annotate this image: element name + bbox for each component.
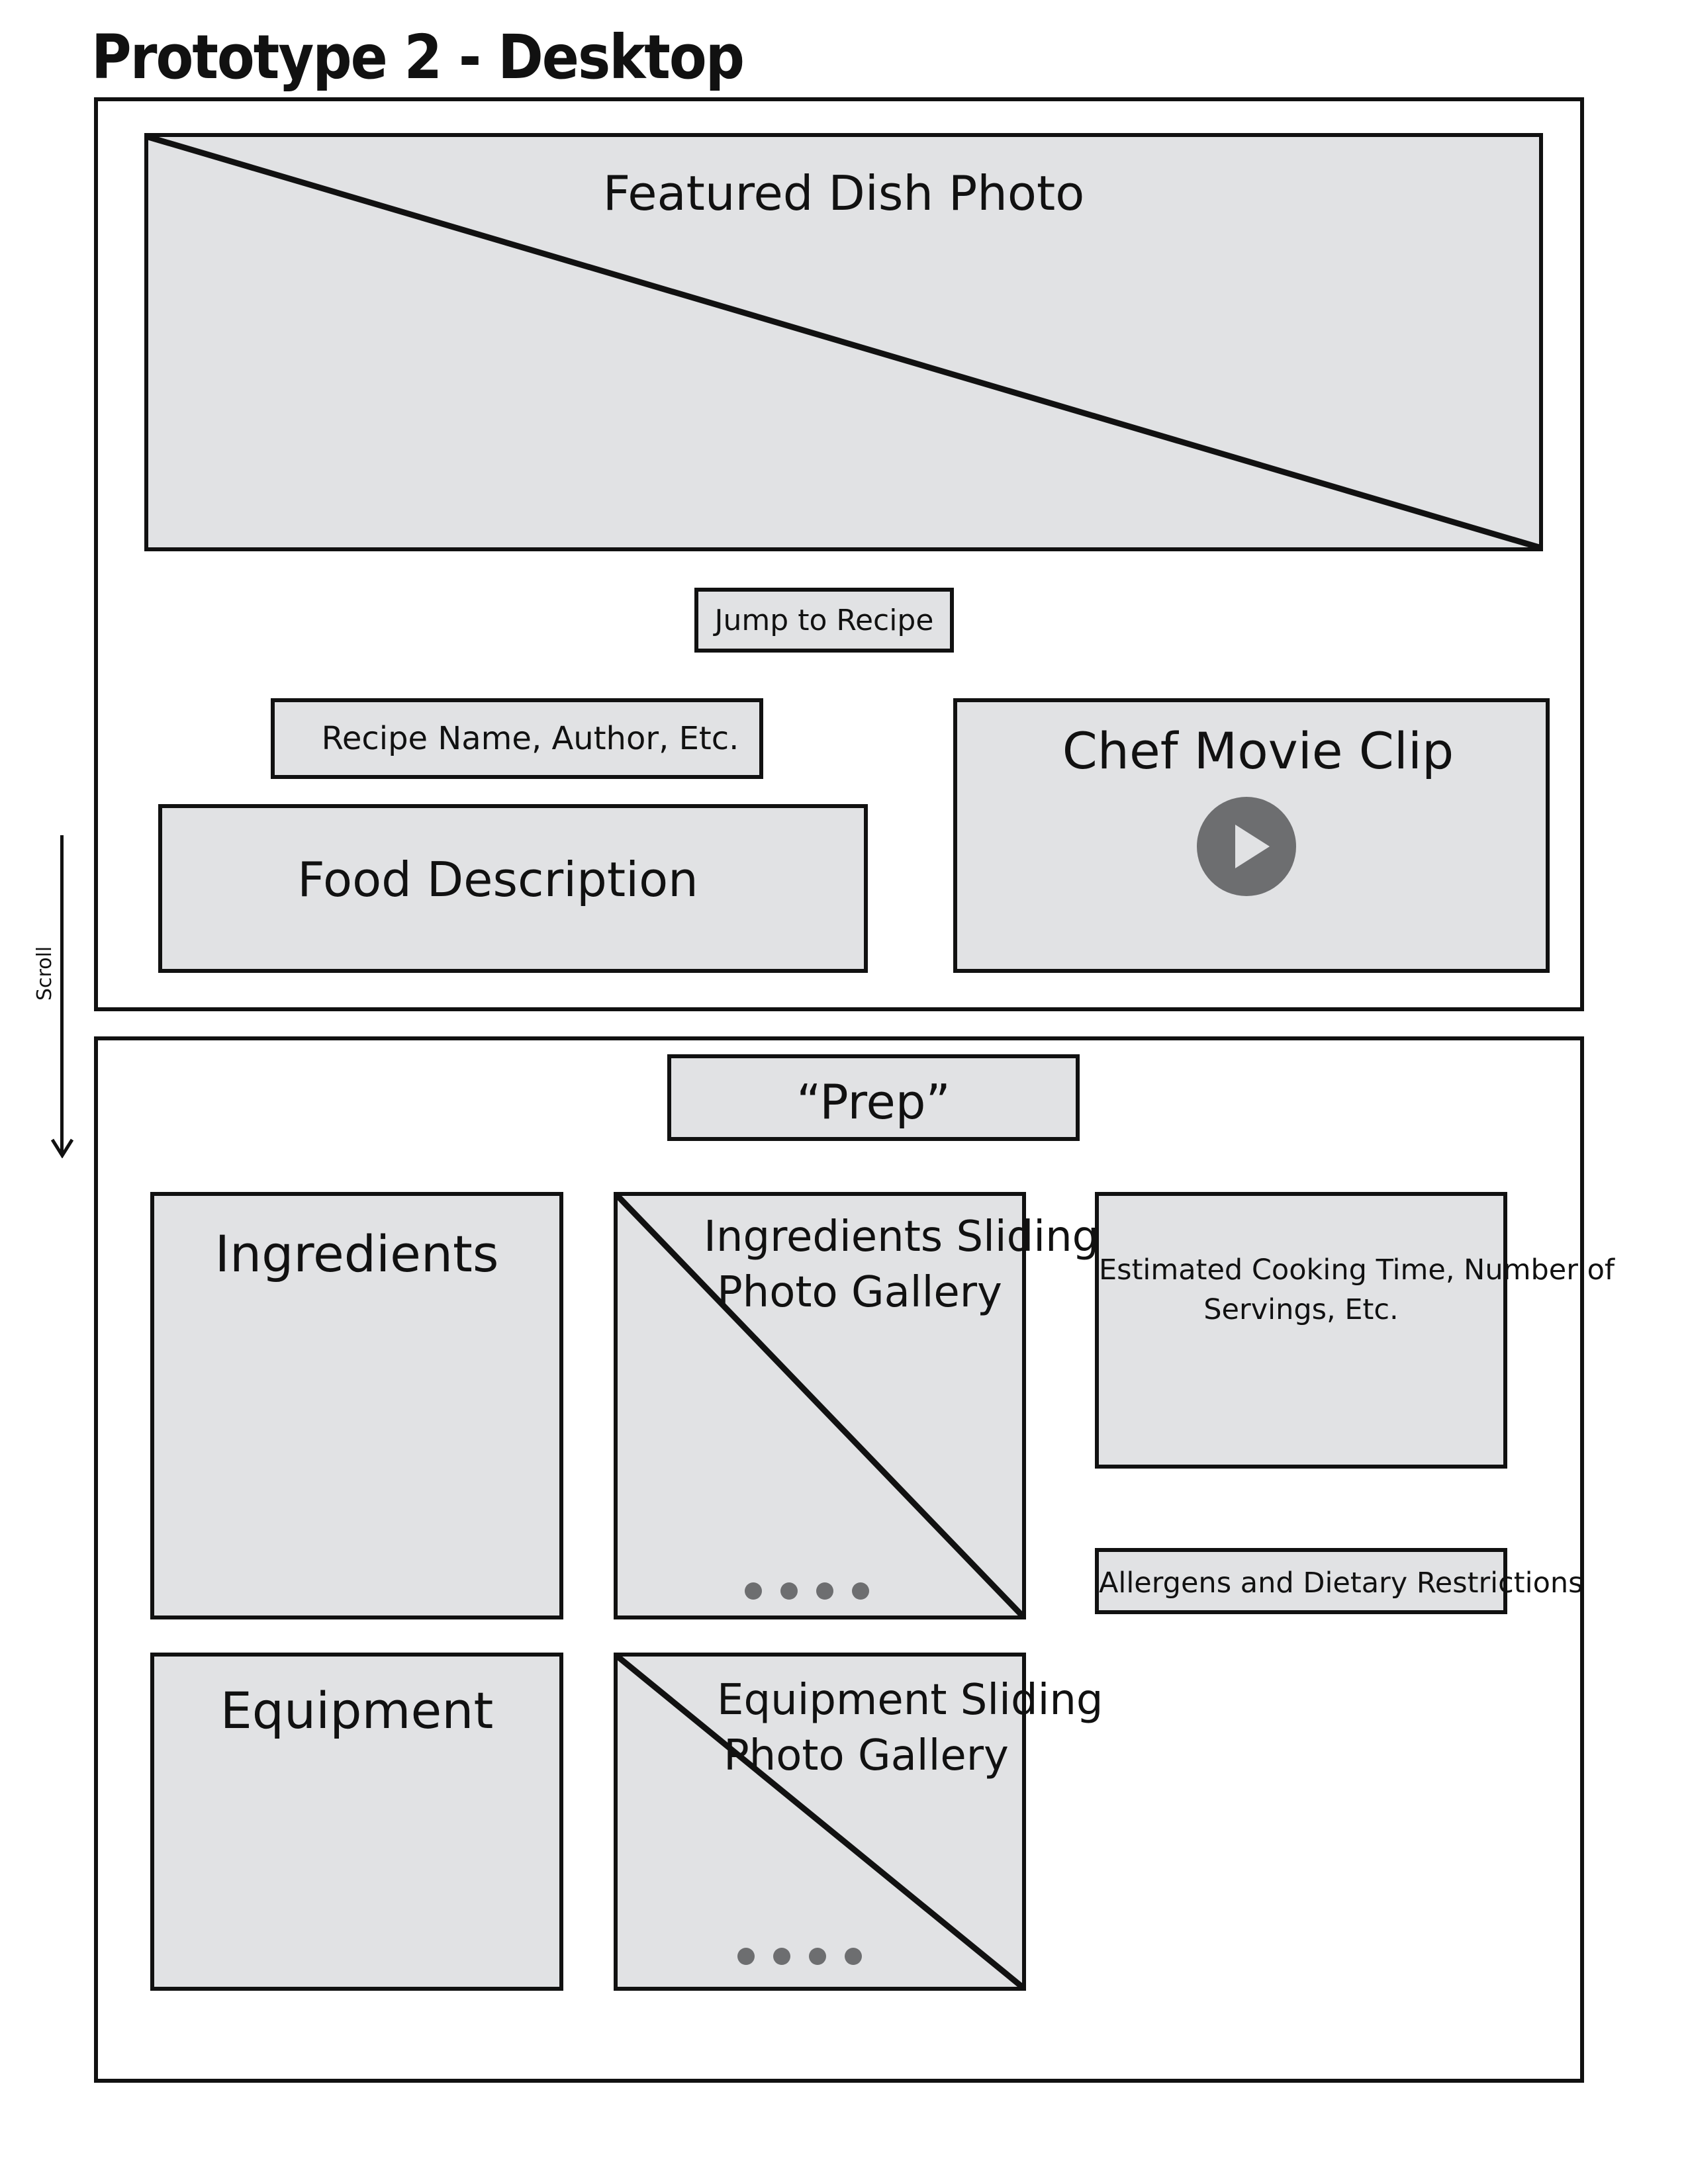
ingredients-label: Ingredients bbox=[214, 1224, 499, 1283]
ingredients-photo-gallery[interactable]: Ingredients Sliding Photo Gallery bbox=[614, 1192, 1100, 1619]
pagination-dot[interactable] bbox=[773, 1948, 790, 1965]
equipment-box: Equipment bbox=[150, 1653, 563, 1991]
food-description-label: Food Description bbox=[297, 852, 698, 907]
chef-movie-clip-label: Chef Movie Clip bbox=[1062, 721, 1454, 780]
pagination-dot[interactable] bbox=[816, 1582, 833, 1600]
equipment-label: Equipment bbox=[220, 1681, 494, 1740]
jump-to-recipe-label: Jump to Recipe bbox=[714, 604, 934, 637]
equipment-photo-gallery[interactable]: Equipment Sliding Photo Gallery bbox=[614, 1653, 1103, 1991]
pagination-dot[interactable] bbox=[844, 1948, 862, 1965]
scroll-label: Scroll bbox=[33, 946, 56, 1001]
featured-dish-photo-label: Featured Dish Photo bbox=[602, 165, 1085, 221]
allergens-label: Allergens and Dietary Restrictions bbox=[1099, 1567, 1583, 1600]
ingredients-gallery-label-line1: Ingredients Sliding bbox=[704, 1212, 1100, 1261]
food-description-box: Food Description bbox=[158, 804, 868, 973]
gallery-pagination-dots[interactable] bbox=[577, 1948, 1022, 1965]
ingredients-box: Ingredients bbox=[150, 1192, 563, 1619]
equipment-gallery-label-line1: Equipment Sliding bbox=[717, 1676, 1103, 1725]
jump-to-recipe-button[interactable]: Jump to Recipe bbox=[694, 588, 954, 653]
prep-heading-label: “Prep” bbox=[796, 1074, 951, 1130]
play-icon[interactable] bbox=[1197, 797, 1296, 896]
cooking-info-label-line2: Servings, Etc. bbox=[1203, 1293, 1399, 1326]
recipe-info-label: Recipe Name, Author, Etc. bbox=[321, 720, 739, 757]
recipe-info-box: Recipe Name, Author, Etc. bbox=[271, 698, 763, 779]
ingredients-gallery-label-line2: Photo Gallery bbox=[717, 1268, 1002, 1317]
allergens-box: Allergens and Dietary Restrictions bbox=[1095, 1548, 1583, 1614]
prep-heading-box: “Prep” bbox=[667, 1054, 1080, 1141]
cooking-info-label-line1: Estimated Cooking Time, Number of bbox=[1099, 1253, 1615, 1287]
equipment-gallery-label-line2: Photo Gallery bbox=[724, 1731, 1009, 1780]
chef-movie-clip[interactable]: Chef Movie Clip bbox=[953, 698, 1550, 973]
featured-dish-photo: Featured Dish Photo bbox=[144, 133, 1543, 551]
pagination-dot[interactable] bbox=[851, 1582, 869, 1600]
scroll-arrow-icon bbox=[50, 1138, 74, 1158]
pagination-dot[interactable] bbox=[808, 1948, 826, 1965]
scroll-indicator-line bbox=[60, 835, 64, 1156]
page-title: Prototype 2 - Desktop bbox=[91, 22, 745, 93]
pagination-dot[interactable] bbox=[744, 1582, 762, 1600]
pagination-dot[interactable] bbox=[737, 1948, 755, 1965]
gallery-pagination-dots[interactable] bbox=[591, 1582, 1022, 1600]
cooking-info-box: Estimated Cooking Time, Number of Servin… bbox=[1095, 1192, 1615, 1469]
pagination-dot[interactable] bbox=[780, 1582, 798, 1600]
